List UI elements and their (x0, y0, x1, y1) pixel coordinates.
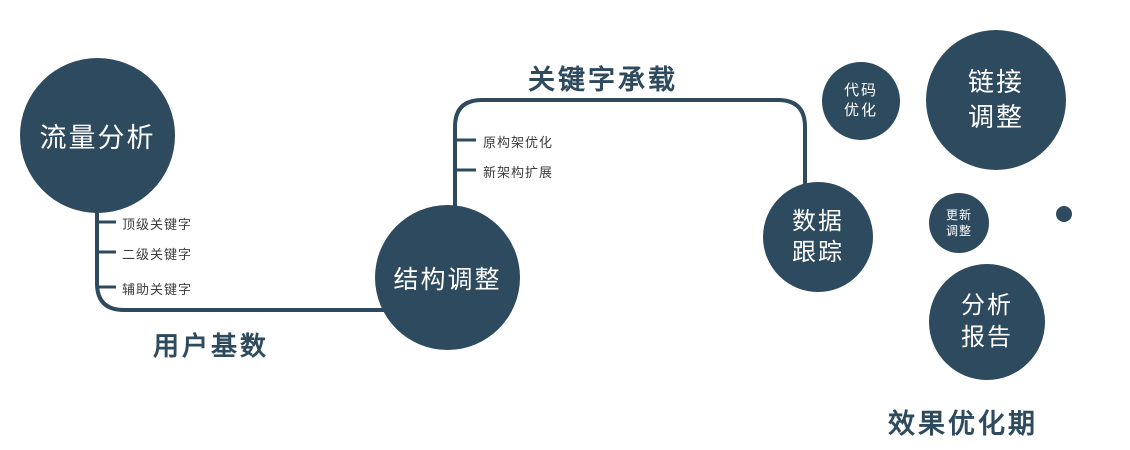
node-structure-adjust: 结构调整 (375, 205, 520, 350)
branch-label-aux-keyword: 辅助关键字 (122, 282, 193, 297)
branch-label-top-keyword: 顶级关键字 (122, 217, 193, 232)
node-link-adjustment-line1: 链接 (967, 66, 1024, 97)
node-data-tracking-line1: 数据 (792, 207, 844, 235)
node-code-optimization-line1: 代码 (843, 81, 878, 99)
node-code-optimization-line2: 优化 (843, 102, 878, 119)
node-data-tracking-line2: 跟踪 (792, 239, 844, 266)
edge-label-user-base: 用户基数 (153, 331, 270, 361)
edge-label-keyword-carrying: 关键字承载 (528, 65, 678, 95)
node-link-adjustment: 链接 调整 (926, 30, 1066, 170)
branch-label-framework-expand: 新架构扩展 (483, 165, 554, 180)
node-analysis-report: 分析 报告 (929, 264, 1045, 380)
node-traffic-analysis-label: 流量分析 (39, 123, 156, 153)
connector-structure-to-tracking (453, 98, 807, 260)
node-update-adjustment: 更新 调整 (929, 193, 989, 253)
node-data-tracking: 数据 跟踪 (763, 182, 873, 292)
node-code-optimization: 代码 优化 (822, 62, 900, 140)
node-analysis-report-line1: 分析 (961, 291, 1013, 319)
caption-effect-optimization-period: 效果优化期 (888, 409, 1038, 439)
node-update-adjustment-line2: 调整 (945, 224, 972, 238)
branch-label-second-keyword: 二级关键字 (122, 247, 193, 262)
node-update-adjustment-line1: 更新 (945, 207, 972, 222)
node-structure-adjust-label: 结构调整 (393, 265, 502, 294)
small-dot-node (1056, 206, 1072, 222)
connector-traffic-to-structure (95, 150, 450, 312)
branch-label-framework-opt: 原构架优化 (483, 135, 554, 150)
node-analysis-report-line2: 报告 (961, 324, 1013, 351)
node-traffic-analysis: 流量分析 (20, 58, 175, 213)
node-link-adjustment-line2: 调整 (967, 102, 1024, 132)
